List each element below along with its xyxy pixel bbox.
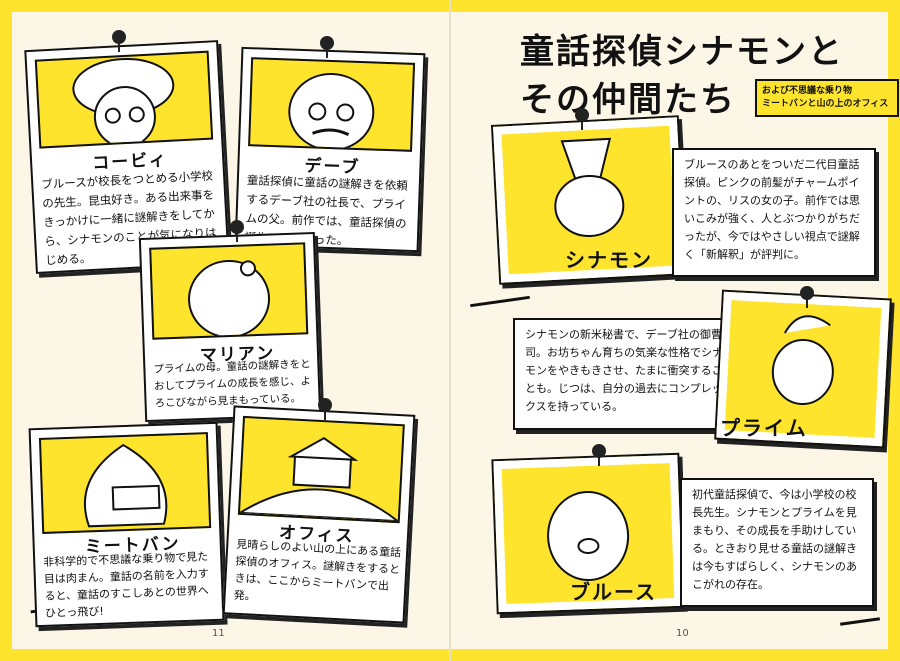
character-name: シナモン: [565, 248, 653, 272]
character-desc: 非科学的で不思議な乗り物で見た目は肉まん。童話の名前を入力すると、童話のすこしあ…: [43, 550, 210, 620]
meatbun-illustration: [83, 443, 168, 528]
portrait-cinnamon: [493, 117, 685, 283]
portrait-corby: [34, 50, 214, 149]
pushpin-icon: [800, 286, 814, 308]
decor-stripe: [839, 617, 881, 626]
character-desc: シナモンの新米秘書で、デーブ社の御曹司。お坊ちゃん育ちの気楽な性格でシナモンをや…: [525, 328, 723, 413]
pushpin-icon: [112, 30, 126, 52]
portrait-dave: [248, 57, 416, 152]
character-name: ブルース: [570, 580, 657, 604]
description-card-prime: シナモンの新米秘書で、デーブ社の御曹司。お坊ちゃん育ちの気楽な性格でシナモンをや…: [513, 318, 737, 430]
spine-divider: [449, 0, 451, 661]
character-desc: 見晴らしのよい山の上にある童話探偵のオフィス。謎解きをするときは、ここからミート…: [233, 537, 402, 603]
pushpin-icon: [230, 220, 244, 242]
description-card-cinnamon: ブルースのあとをついだ二代目童話探偵。ピンクの前髪がチャームポイントの、リスの女…: [672, 148, 876, 277]
portrait-meatbun: [38, 432, 212, 534]
character-card-meatbun: ミートバン 非科学的で不思議な乗り物で見た目は肉まん。童話の名前を入力すると、童…: [28, 421, 225, 628]
character-desc: プライムの母。童話の謎解きをとおしてプライムの成長を感じ、よろこびながら見まもっ…: [153, 358, 312, 410]
character-card-office: オフィス 見晴らしのよい山の上にある童話探偵のオフィス。謎解きをするときは、ここ…: [222, 405, 416, 624]
portrait-bruce: [493, 454, 683, 613]
character-card-marian: マリアン プライムの母。童話の謎解きをとおしてプライムの成長を感じ、よろこびなが…: [138, 231, 322, 423]
portrait-prime: [716, 291, 890, 447]
pushpin-icon: [318, 398, 332, 420]
corby-illustration: [72, 58, 175, 147]
character-desc: ブルースのあとをついだ二代目童話探偵。ピンクの前髪がチャームポイントの、リスの女…: [684, 158, 860, 261]
dave-illustration: [288, 73, 375, 150]
portrait-office: [237, 415, 405, 524]
portrait-marian: [149, 242, 309, 340]
page-number-right: 10: [676, 628, 689, 639]
office-illustration: [239, 436, 401, 522]
cinnamon-illustration: [554, 137, 625, 238]
bruce-illustration: [547, 491, 630, 581]
pushpin-icon: [575, 108, 589, 130]
character-name: プライム: [720, 416, 808, 440]
page-title: 童話探偵シナモンと その仲間たち: [520, 32, 844, 120]
subtitle-badge: および不思議な乗り物 ミートバンと山の上のオフィス: [755, 79, 899, 117]
marian-illustration: [188, 260, 271, 338]
pushpin-icon: [592, 444, 606, 466]
description-card-bruce: 初代童話探偵で、今は小学校の校長先生。シナモンとプライムを見まもり、その成長を手…: [680, 478, 874, 607]
prime-illustration: [771, 315, 834, 405]
page-number-left: 11: [212, 628, 225, 639]
decor-stripe: [470, 295, 530, 308]
pushpin-icon: [320, 36, 334, 58]
character-card-corby: コービィ ブルースが校長をつとめる小学校の先生。昆虫好き。ある出来事をきっかけに…: [24, 40, 230, 274]
character-card-dave: デーブ 童話探偵に童話の謎解きを依頼するデーブ社の社長で、プライムの父。前作では…: [234, 46, 426, 253]
character-desc: 初代童話探偵で、今は小学校の校長先生。シナモンとプライムを見まもり、その成長を手…: [692, 488, 857, 591]
